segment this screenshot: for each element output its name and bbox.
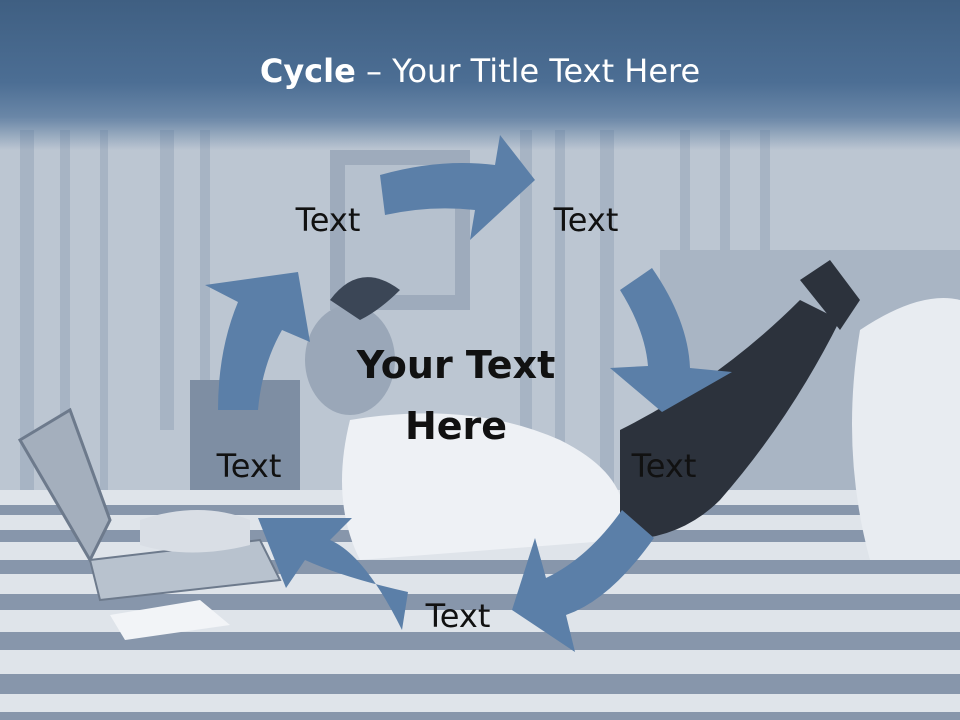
title-rest: – Your Title Text Here	[355, 52, 701, 90]
center-text-line2: Here	[404, 404, 508, 448]
cycle-node-left: Text	[216, 447, 282, 485]
cycle-arrow-1	[380, 135, 535, 240]
center-text: Your Text Here	[336, 335, 576, 457]
center-text-line1: Your Text	[356, 343, 556, 388]
cycle-arrow-5	[205, 272, 310, 410]
cycle-arrow-2	[610, 268, 732, 412]
cycle-node-right: Text	[631, 447, 697, 485]
title-bold: Cycle	[259, 52, 356, 90]
cycle-node-bottom: Text	[425, 597, 491, 635]
title-band	[0, 0, 960, 150]
slide-title: Cycle – Your Title Text Here	[0, 52, 960, 90]
cycle-arrow-4	[258, 518, 408, 630]
cycle-node-top-left: Text	[295, 201, 361, 239]
cycle-arrow-3	[512, 510, 654, 652]
cycle-node-top-right: Text	[553, 201, 619, 239]
